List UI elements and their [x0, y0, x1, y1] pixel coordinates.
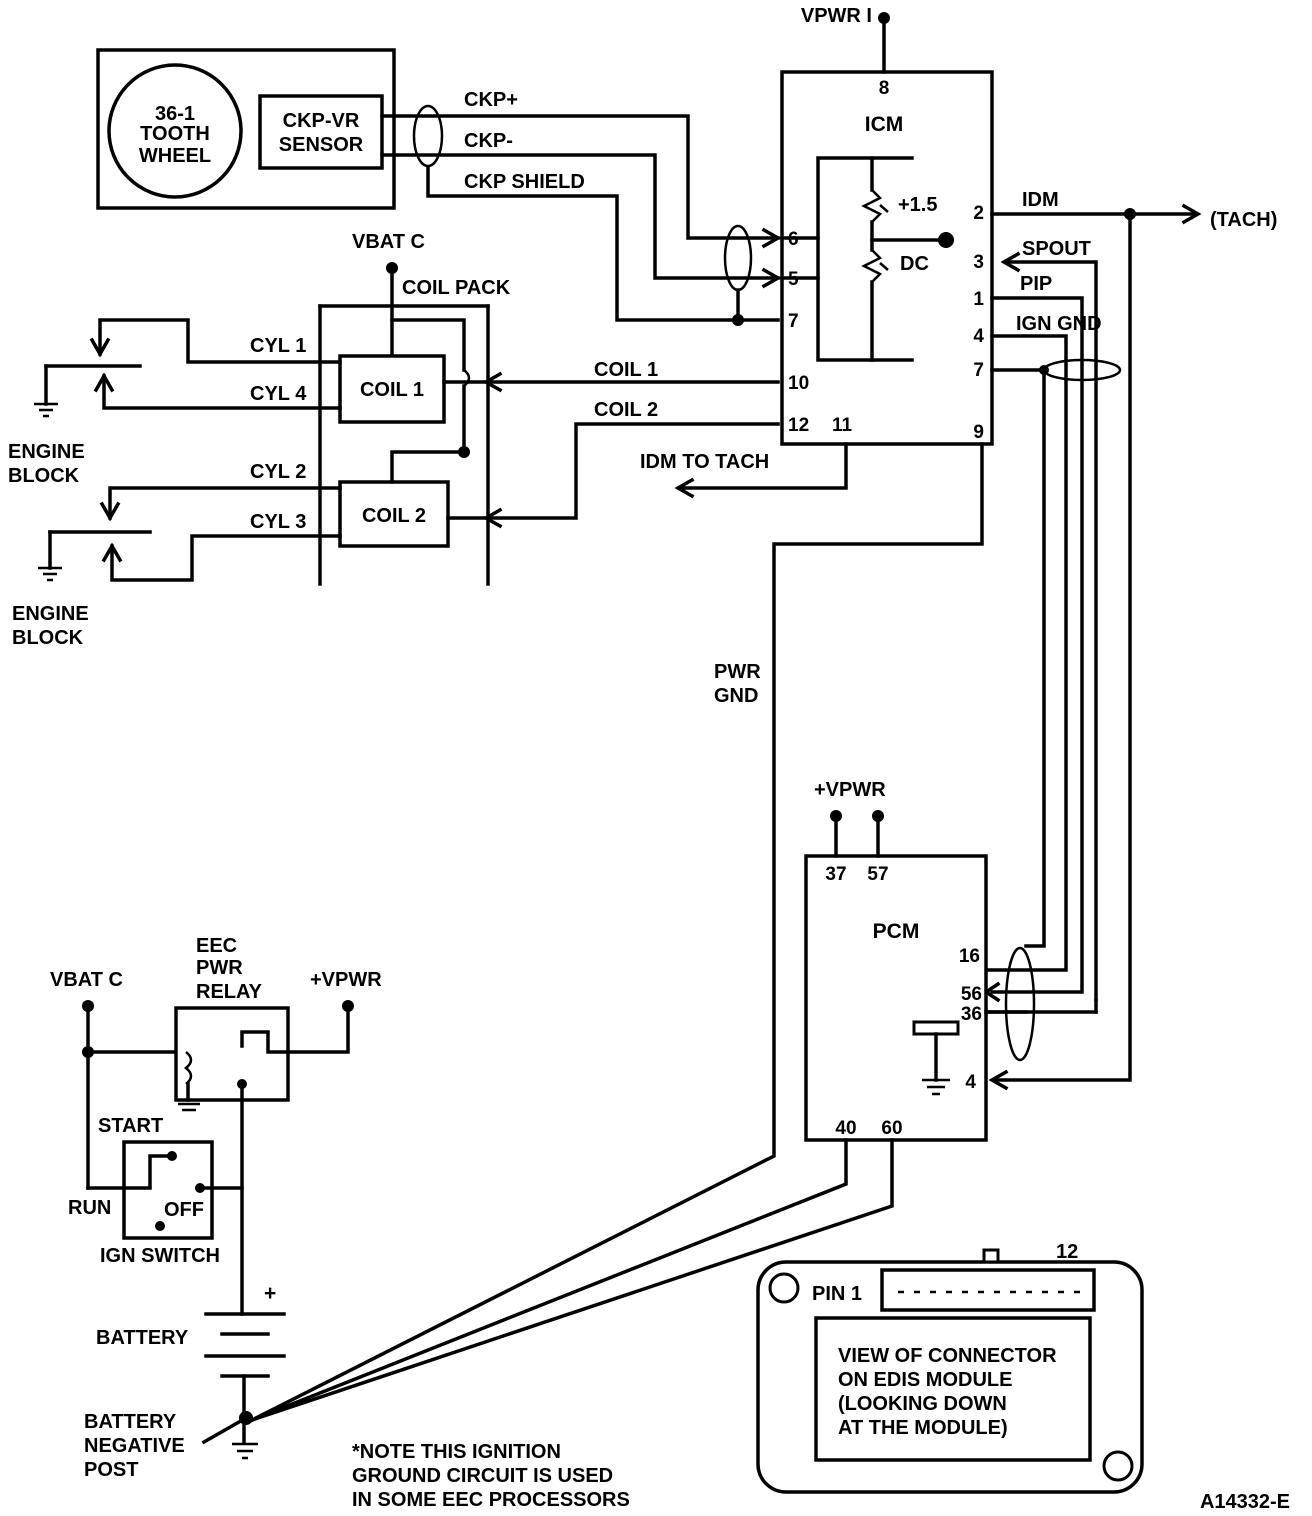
icm-dc-label: DC: [900, 253, 929, 275]
cyl4-label: CYL 4: [250, 383, 307, 405]
icm-pin-2: 2: [973, 203, 984, 224]
connector-desc-2: ON EDIS MODULE: [838, 1369, 1012, 1391]
ckp-plus-label: CKP+: [464, 89, 518, 111]
figure-id: A14332-E: [1200, 1491, 1290, 1513]
battery-label: BATTERY: [96, 1327, 189, 1349]
sensor-label-2: SENSOR: [279, 134, 364, 156]
idm-to-tach-label: IDM TO TACH: [640, 451, 769, 473]
ign-switch-label: IGN SWITCH: [100, 1245, 220, 1267]
icm-vpwr-label: VPWR I: [801, 5, 872, 27]
icm-pin-1: 1: [973, 289, 984, 310]
pcm-pin-40: 40: [835, 1118, 856, 1139]
pcm-pin-60: 60: [881, 1118, 902, 1139]
tach-label: (TACH): [1210, 209, 1277, 231]
ckp-vr-sensor: [258, 94, 384, 170]
pcm-module: +VPWR 37 57 PCM 16 56 36 4 40 60: [249, 779, 1028, 1423]
wheel-label-3: WHEEL: [139, 145, 211, 167]
ign-gnd-label: IGN GND: [1016, 313, 1102, 335]
coil1-signal-label: COIL 1: [594, 359, 658, 381]
battery-plus-label: +: [264, 1282, 276, 1305]
coilpack-title: COIL PACK: [402, 277, 511, 299]
pip-label: PIP: [1020, 273, 1052, 295]
coil1-label: COIL 1: [360, 379, 424, 401]
ckp-shield-label: CKP SHIELD: [464, 171, 585, 193]
icm-module: VPWR I 8 ICM +1.5 DC 6 5 7 10 12 11 2 3 …: [780, 5, 994, 446]
neg-post-label-3: POST: [84, 1459, 138, 1481]
pcm-pin-4: 4: [965, 1072, 976, 1093]
coilpack-vbat-label: VBAT C: [352, 231, 425, 253]
relay-label-1: EEC: [196, 935, 237, 957]
relay-vpwr-label: +VPWR: [310, 969, 382, 991]
coil2-box: [338, 480, 450, 548]
pcm-pin-57: 57: [867, 864, 888, 885]
pcm-pin-36: 36: [961, 1004, 982, 1025]
ckp-wires: CKP+ CKP- CKP SHIELD: [380, 89, 782, 326]
note-line-3: IN SOME EEC PROCESSORS: [352, 1489, 630, 1511]
pwr-gnd-label-2: GND: [714, 685, 758, 707]
pin12-label: 12: [1056, 1241, 1078, 1263]
coil1-box: [338, 354, 446, 424]
relay-label-3: RELAY: [196, 981, 263, 1003]
icm-pin-7-left: 7: [788, 311, 799, 332]
wheel-label-2: TOOTH: [140, 123, 210, 145]
connector-desc-4: AT THE MODULE): [838, 1417, 1008, 1439]
icm-pin-12: 12: [788, 415, 809, 436]
icm-pin-3: 3: [973, 252, 984, 273]
coil2-signal-label: COIL 2: [594, 399, 658, 421]
icm-pin-7-right: 7: [973, 360, 984, 381]
edis-connector-view: PIN 1 12 VIEW OF CONNECTOR ON EDIS MODUL…: [756, 1241, 1144, 1494]
engine-block-1b: BLOCK: [8, 465, 80, 487]
start-label: START: [98, 1115, 163, 1137]
icm-pin-8: 8: [879, 78, 890, 99]
sensor-label-1: CKP-VR: [283, 110, 360, 132]
pcm-title: PCM: [873, 920, 920, 943]
icm-pin-10: 10: [788, 373, 809, 394]
icm-pin-5: 5: [788, 269, 799, 290]
pcm-pin-37: 37: [825, 864, 846, 885]
neg-post-label-1: BATTERY: [84, 1411, 177, 1433]
engine-block-2b: BLOCK: [12, 627, 84, 649]
engine-block-1a: ENGINE: [8, 441, 85, 463]
tooth-wheel: [107, 63, 243, 199]
cyl1-label: CYL 1: [250, 335, 306, 357]
note-line-1: *NOTE THIS IGNITION: [352, 1441, 561, 1463]
idm-label: IDM: [1022, 189, 1059, 211]
vbat-c-label: VBAT C: [50, 969, 123, 991]
pcm-pin-16: 16: [959, 946, 980, 967]
pcm-vpwr-label: +VPWR: [814, 779, 886, 801]
connector-desc-1: VIEW OF CONNECTOR: [838, 1345, 1057, 1367]
connector-desc-3: (LOOKING DOWN: [838, 1393, 1007, 1415]
wheel-label-1: 36-1: [155, 103, 195, 125]
pcm-pin-56: 56: [961, 984, 982, 1005]
icm-title: ICM: [865, 113, 904, 136]
cyl2-label: CYL 2: [250, 461, 306, 483]
icm-pin-6: 6: [788, 229, 799, 250]
engine-block-2a: ENGINE: [12, 603, 89, 625]
note: *NOTE THIS IGNITION GROUND CIRCUIT IS US…: [352, 1441, 630, 1511]
coil2-label: COIL 2: [362, 505, 426, 527]
power-circuit: VBAT C EEC PWR RELAY +VPWR START RUN OFF…: [50, 935, 382, 1481]
icm-pin-11: 11: [832, 415, 853, 436]
relay-label-2: PWR: [196, 957, 243, 979]
coil-pack: VBAT C COIL PACK COIL 1 COIL 2 COIL 1 CO…: [8, 231, 780, 649]
cyl3-label: CYL 3: [250, 511, 306, 533]
eec-power-relay: [174, 1006, 290, 1102]
ckp-sensor-assembly: 36-1 TOOTH WHEEL CKP-VR SENSOR: [96, 48, 396, 210]
pin1-label: PIN 1: [812, 1283, 862, 1305]
run-label: RUN: [68, 1197, 111, 1219]
neg-post-label-2: NEGATIVE: [84, 1435, 185, 1457]
pwr-gnd-label-1: PWR: [714, 661, 761, 683]
icm-right-wiring: IDM (TACH) SPOUT PIP IGN GND: [927, 189, 1277, 1091]
icm-plus15-label: +1.5: [898, 194, 937, 216]
off-label: OFF: [164, 1199, 204, 1221]
note-line-2: GROUND CIRCUIT IS USED: [352, 1465, 613, 1487]
spout-label: SPOUT: [1022, 238, 1091, 260]
icm-pin-9: 9: [973, 422, 984, 443]
icm-pin-4: 4: [973, 326, 984, 347]
icm-bottom-wiring: IDM TO TACH PWR GND: [249, 442, 984, 1423]
ckp-minus-label: CKP-: [464, 130, 513, 152]
